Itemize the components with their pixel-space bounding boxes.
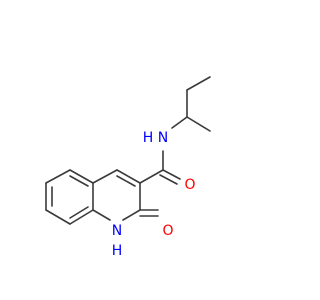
bond — [171, 116, 188, 129]
bond — [45, 209, 71, 225]
bond — [186, 116, 211, 132]
bond — [162, 169, 181, 180]
bond — [122, 209, 141, 221]
bond — [116, 175, 136, 187]
atom-label-ring-oxygen: O — [162, 223, 173, 239]
bond — [69, 175, 89, 187]
bond — [69, 169, 94, 184]
atom-label-ring-nitrogen: N — [112, 223, 122, 239]
background — [0, 0, 300, 300]
atom-label-amide-nitrogen: N — [158, 130, 168, 146]
structure-diagram: O H N O N H — [0, 0, 300, 300]
bond — [45, 169, 71, 184]
bond — [69, 206, 89, 219]
bond — [116, 169, 141, 184]
bond — [69, 209, 94, 225]
bond — [186, 76, 211, 91]
bond — [139, 169, 164, 184]
atom-label-ring-hydrogen: H — [112, 243, 123, 259]
bond — [92, 209, 111, 221]
atom-label-oxygen-carbonyl: O — [184, 177, 195, 193]
atom-label-amide-hydrogen: H — [143, 130, 154, 146]
bond — [159, 174, 178, 185]
bond — [92, 169, 118, 184]
